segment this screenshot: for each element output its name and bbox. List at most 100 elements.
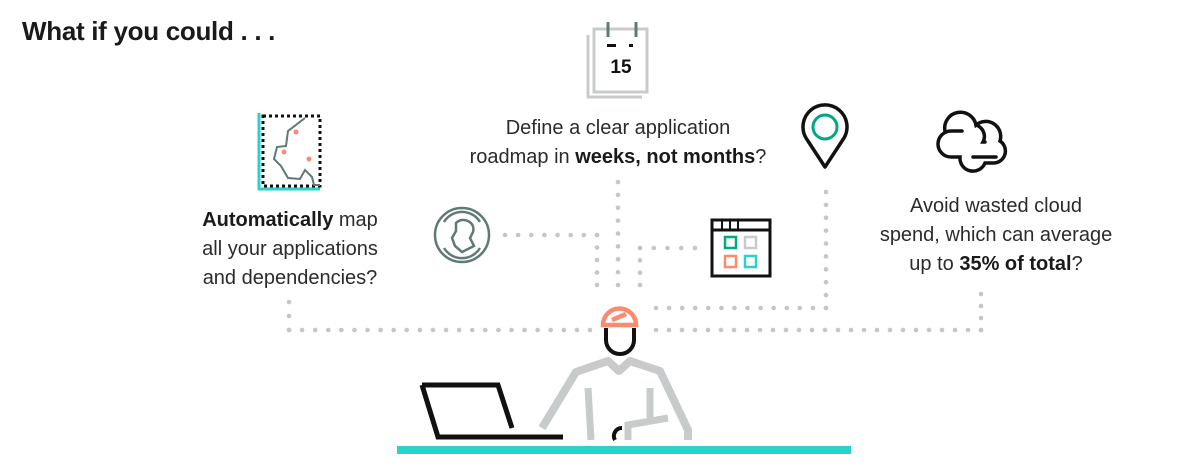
text: Avoid wasted cloud	[910, 195, 1082, 217]
connector-dot	[502, 232, 508, 238]
dotted-connectors	[286, 179, 984, 333]
connector-dot	[706, 305, 711, 311]
connector-dot	[823, 292, 829, 298]
text: map	[333, 209, 378, 231]
connector-dot	[615, 205, 621, 211]
connector-dot	[594, 257, 600, 263]
connector-dot	[978, 315, 984, 321]
text: ?	[755, 146, 767, 168]
connector-dot	[758, 305, 763, 311]
connector-dot	[822, 327, 828, 333]
connector-dot	[796, 327, 802, 333]
connector-dot	[705, 327, 711, 333]
connector-dot	[522, 327, 527, 333]
text: roadmap in	[469, 146, 576, 168]
connector-dot	[770, 327, 776, 333]
connector-dot	[823, 241, 829, 246]
connector-dot	[783, 327, 789, 333]
connector-dot	[692, 245, 698, 251]
connector-dot	[535, 327, 540, 333]
app-window-icon	[710, 218, 772, 278]
connector-dot	[823, 254, 829, 259]
map-icon	[257, 113, 322, 191]
connector-dot	[561, 327, 567, 333]
text: up to	[909, 253, 960, 275]
connector-dot	[719, 305, 724, 311]
connector-dot	[615, 192, 621, 198]
connector-dot	[594, 270, 600, 275]
connector-dot	[443, 327, 449, 333]
connector-dot	[325, 327, 331, 333]
connector-dot	[568, 232, 574, 238]
text: spend, which can average	[879, 224, 1113, 246]
connector-dot	[651, 245, 657, 251]
connector-dot	[615, 282, 621, 288]
connector-dot	[745, 305, 750, 311]
connector-dot	[548, 327, 554, 333]
connector-dot	[515, 232, 521, 238]
text: Define a clear application	[505, 117, 731, 139]
connector-dot	[784, 305, 790, 311]
connector-dot	[679, 305, 685, 311]
connector-dot	[286, 327, 292, 333]
connector-dot	[286, 299, 292, 305]
connector-dot	[810, 305, 816, 311]
connector-dot	[978, 327, 984, 333]
connector-dot	[965, 327, 971, 333]
connector-dot	[615, 231, 621, 236]
connector-dot	[637, 258, 643, 263]
connector-dot	[744, 327, 750, 333]
connector-dot	[823, 279, 829, 285]
connector-dot	[615, 218, 621, 223]
connector-dot	[823, 215, 829, 221]
connector-dot	[978, 303, 984, 309]
connector-dot	[679, 327, 685, 333]
connector-dot	[823, 267, 829, 272]
connector-dot	[286, 313, 292, 319]
laptop-icon	[419, 382, 563, 440]
connector-dot	[835, 327, 841, 333]
connector-dot	[771, 305, 776, 311]
connector-dot	[637, 270, 643, 275]
connector-dot	[615, 244, 621, 249]
connector-dot	[666, 305, 672, 311]
connector-dot	[887, 327, 893, 333]
connector-dot	[797, 305, 803, 311]
connector-dot	[861, 327, 867, 333]
connector-dot	[574, 327, 580, 333]
connector-dot	[692, 305, 698, 311]
connector-dot	[653, 305, 659, 311]
connector-dot	[732, 305, 737, 311]
connector-dot	[637, 282, 643, 288]
connector-dot	[926, 327, 932, 333]
benefit-cloud-spend: Avoid wasted cloud spend, which can aver…	[856, 192, 1136, 279]
coin-icon	[433, 206, 491, 264]
connector-dot	[417, 327, 423, 333]
connector-dot	[666, 327, 672, 333]
connector-dot	[456, 327, 462, 333]
person-illustration	[538, 306, 692, 441]
connector-dot	[848, 327, 854, 333]
calendar-icon: 15	[586, 22, 649, 99]
text: ?	[1071, 253, 1083, 275]
connector-dot	[483, 327, 488, 333]
benefit-roadmap: Define a clear application roadmap in we…	[440, 114, 796, 172]
connector-dot	[542, 232, 547, 238]
connector-dot	[594, 282, 600, 288]
text: and dependencies?	[202, 267, 378, 289]
connector-dot	[731, 327, 737, 333]
connector-dot	[312, 327, 318, 333]
connector-dot	[528, 232, 534, 238]
benefit-map-dependencies: Automatically map all your applications …	[160, 206, 420, 293]
connector-dot	[594, 245, 600, 250]
connector-dot	[615, 256, 621, 262]
connector-dot	[378, 327, 383, 333]
connector-dot	[678, 245, 684, 251]
connector-dot	[404, 327, 410, 333]
connector-dot	[952, 327, 958, 333]
text: all your applications	[202, 238, 378, 260]
connector-dot	[339, 327, 344, 333]
connector-dot	[555, 232, 560, 238]
connector-dot	[665, 245, 670, 251]
connector-dot	[615, 179, 621, 185]
